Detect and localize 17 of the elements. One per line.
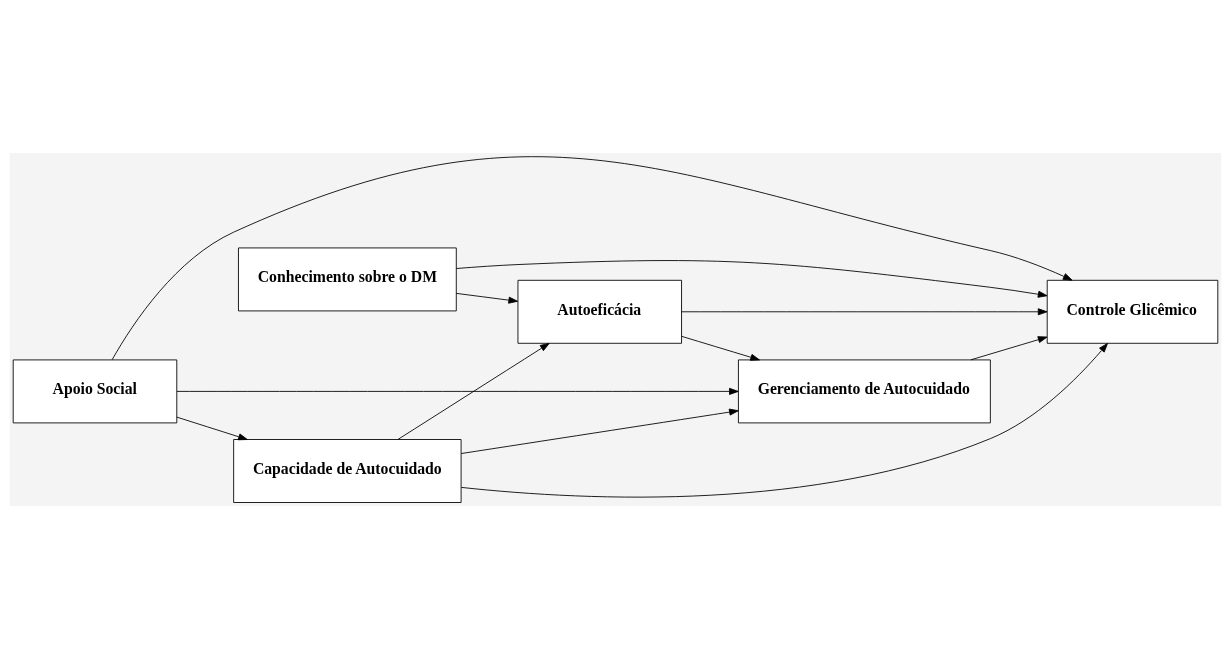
arrow: [397, 342, 550, 440]
node-box: Apoio Social: [12, 358, 178, 423]
node-box: Capacidade de Autocuidado: [233, 438, 462, 503]
arrow: [681, 335, 760, 361]
arrow: [681, 307, 1048, 315]
node-box: Controle Glicêmico: [1046, 279, 1219, 344]
arrow: [455, 259, 1048, 298]
node-box: Autoeficácia: [517, 279, 682, 344]
node-box: Conhecimento sobre o DM: [238, 247, 457, 311]
arrow: [176, 416, 248, 440]
arrow: [970, 335, 1048, 360]
arrow: [460, 408, 739, 454]
node-box: Gerenciamento de Autocuidado: [737, 358, 991, 423]
arrow: [460, 342, 1108, 497]
arrow: [111, 155, 1073, 360]
arrow: [176, 387, 739, 395]
arrow: [455, 292, 518, 304]
